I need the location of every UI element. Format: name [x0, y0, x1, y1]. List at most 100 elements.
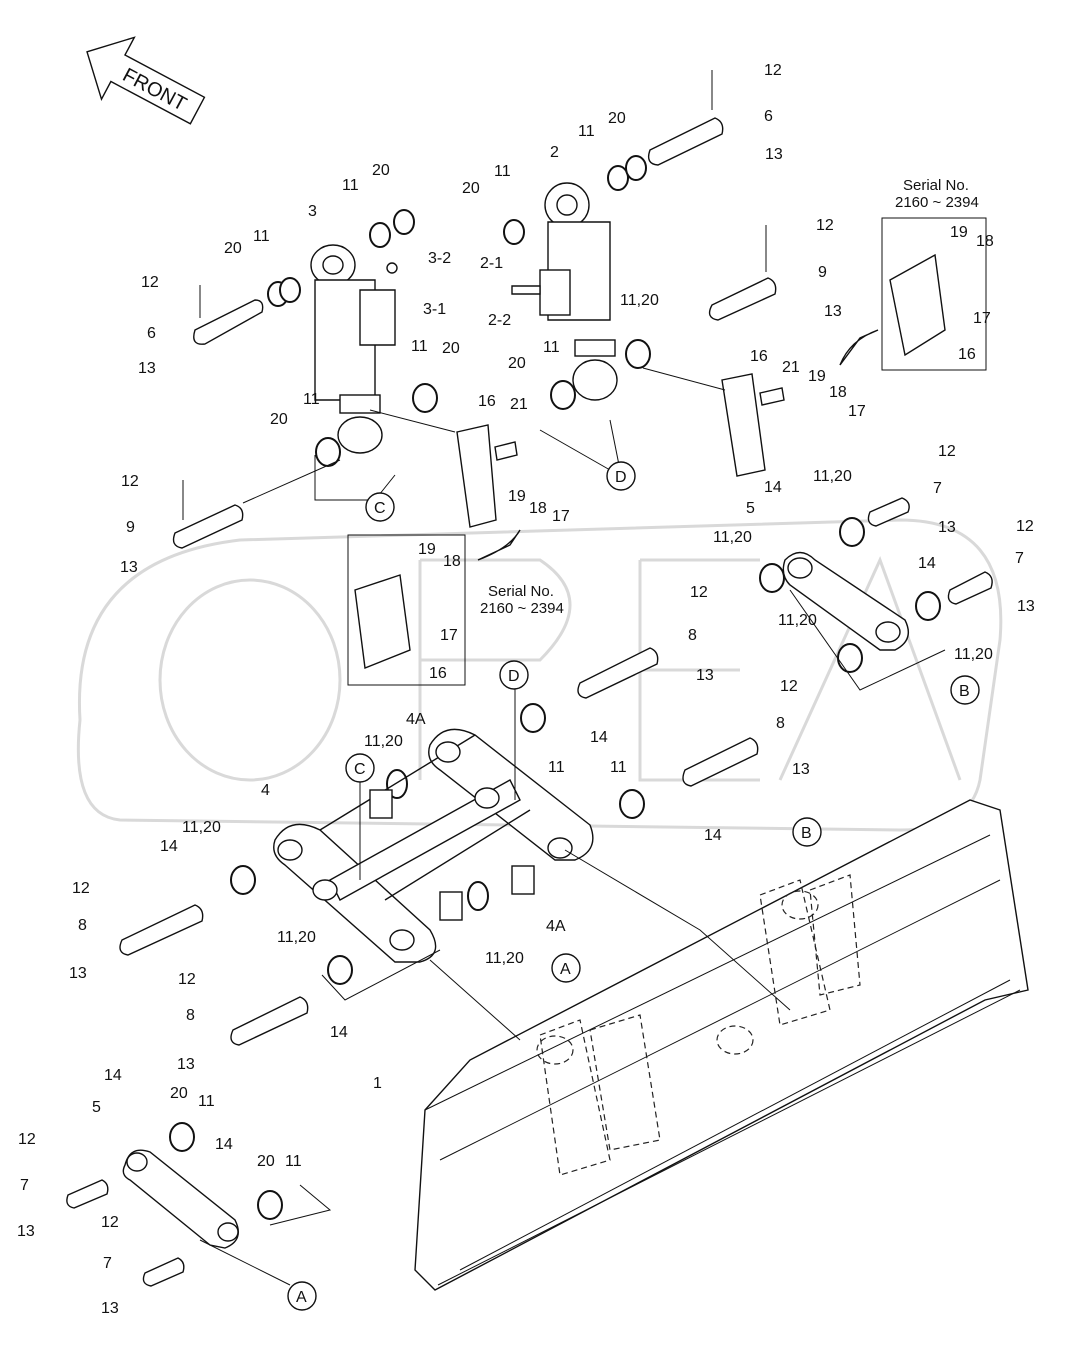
svg-text:9: 9: [818, 264, 827, 281]
svg-text:19: 19: [508, 488, 526, 505]
svg-text:20: 20: [608, 110, 626, 127]
svg-text:11,20: 11,20: [813, 468, 852, 485]
svg-text:13: 13: [1017, 598, 1035, 615]
svg-text:13: 13: [101, 1300, 119, 1317]
serial-box-bottom: Serial No. 2160 ~ 2394: [347, 534, 564, 686]
svg-text:D: D: [615, 469, 627, 486]
pin-9-right: [708, 225, 777, 321]
section-marker-c-frame: C: [345, 753, 375, 783]
svg-text:13: 13: [69, 965, 87, 982]
svg-text:B: B: [959, 683, 970, 700]
svg-text:6: 6: [147, 325, 156, 342]
link-5-right: [782, 551, 909, 651]
svg-text:12: 12: [72, 880, 90, 897]
svg-text:16: 16: [478, 393, 496, 410]
lift-cylinder-left: [310, 244, 398, 454]
svg-text:11: 11: [548, 759, 565, 776]
svg-text:13: 13: [138, 360, 156, 377]
svg-text:12: 12: [764, 62, 782, 79]
svg-text:2-2: 2-2: [488, 312, 511, 329]
pin-6-left: [193, 285, 264, 345]
svg-text:20: 20: [442, 340, 460, 357]
svg-text:11,20: 11,20: [485, 950, 524, 967]
svg-text:D: D: [508, 668, 520, 685]
svg-text:20: 20: [462, 180, 480, 197]
svg-text:17: 17: [440, 627, 458, 644]
svg-text:8: 8: [688, 627, 697, 644]
serial-no-label: Serial No.: [488, 583, 554, 600]
svg-text:11,20: 11,20: [277, 929, 316, 946]
svg-text:14: 14: [104, 1067, 122, 1084]
section-marker-b-bucket: B: [792, 817, 822, 847]
svg-text:12: 12: [141, 274, 159, 291]
svg-text:14: 14: [330, 1024, 348, 1041]
svg-text:12: 12: [938, 443, 956, 460]
section-marker-d-cyl: D: [606, 461, 636, 491]
svg-text:18: 18: [976, 233, 994, 250]
svg-text:11: 11: [578, 123, 595, 140]
svg-text:18: 18: [443, 553, 461, 570]
serial-no-label: Serial No.: [903, 177, 969, 194]
section-marker-d-frame: D: [499, 660, 529, 690]
svg-text:5: 5: [92, 1099, 101, 1116]
svg-text:11: 11: [610, 759, 627, 776]
cover-plates: [456, 373, 785, 528]
svg-text:7: 7: [1015, 550, 1024, 567]
svg-text:19: 19: [418, 541, 436, 558]
svg-text:14: 14: [918, 555, 936, 572]
svg-text:17: 17: [552, 508, 570, 525]
svg-text:8: 8: [776, 715, 785, 732]
svg-text:12: 12: [780, 678, 798, 695]
svg-text:5: 5: [746, 500, 755, 517]
watermark-logo: [76, 518, 1003, 832]
svg-text:16: 16: [958, 346, 976, 363]
svg-text:3-1: 3-1: [423, 301, 446, 318]
link-frame-4: [273, 728, 594, 963]
svg-text:7: 7: [933, 480, 942, 497]
svg-text:1: 1: [373, 1075, 382, 1092]
svg-text:4A: 4A: [406, 711, 426, 728]
svg-text:4A: 4A: [546, 918, 566, 935]
svg-text:3-2: 3-2: [428, 250, 451, 267]
svg-text:11,20: 11,20: [620, 292, 659, 309]
svg-text:11: 11: [494, 163, 511, 180]
svg-text:13: 13: [177, 1056, 195, 1073]
svg-text:8: 8: [186, 1007, 195, 1024]
seal-rings: [169, 155, 941, 1220]
pins-7: [66, 497, 993, 1287]
link-5-left: [122, 1149, 239, 1249]
svg-text:11,20: 11,20: [713, 529, 752, 546]
bucket-1: [414, 799, 1029, 1291]
svg-text:7: 7: [103, 1255, 112, 1272]
callout-labels: 12 6 13 11 20 2 11 20 2-1 2-2 12 9 13 11…: [17, 62, 1035, 1317]
section-marker-a-bucket: A: [551, 953, 581, 983]
svg-text:8: 8: [78, 917, 87, 934]
front-arrow-icon: FRONT: [86, 36, 206, 125]
svg-text:11,20: 11,20: [954, 646, 993, 663]
svg-text:11: 11: [285, 1153, 302, 1170]
svg-text:14: 14: [590, 729, 608, 746]
svg-text:13: 13: [120, 559, 138, 576]
svg-text:20: 20: [224, 240, 242, 257]
svg-text:13: 13: [696, 667, 714, 684]
svg-text:14: 14: [704, 827, 722, 844]
svg-text:17: 17: [848, 403, 866, 420]
svg-text:2: 2: [550, 144, 559, 161]
svg-text:12: 12: [690, 584, 708, 601]
svg-text:11,20: 11,20: [778, 612, 817, 629]
svg-text:C: C: [374, 500, 386, 517]
svg-text:14: 14: [215, 1136, 233, 1153]
svg-text:11: 11: [253, 228, 270, 245]
section-marker-a-bottom: A: [287, 1281, 317, 1311]
section-marker-b-link: B: [950, 675, 980, 705]
svg-text:13: 13: [765, 146, 783, 163]
svg-text:12: 12: [1016, 518, 1034, 535]
svg-text:13: 13: [938, 519, 956, 536]
svg-text:20: 20: [270, 411, 288, 428]
svg-text:4: 4: [261, 782, 270, 799]
svg-text:A: A: [560, 961, 571, 978]
svg-text:12: 12: [816, 217, 834, 234]
svg-text:11: 11: [303, 391, 320, 408]
svg-text:7: 7: [20, 1177, 29, 1194]
